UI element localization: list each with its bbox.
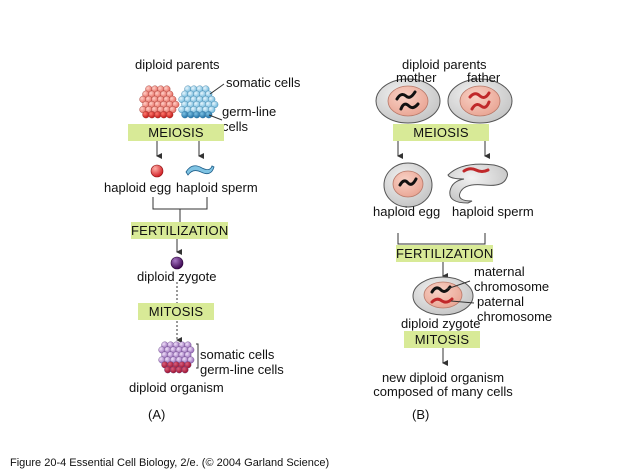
mother-nucleus bbox=[387, 85, 429, 117]
b-meiosis-step: MEIOSIS bbox=[393, 124, 489, 141]
paternal-pointer bbox=[450, 300, 475, 304]
father-chromosomes bbox=[468, 91, 491, 111]
b-diploid-parents-title: diploid parents bbox=[402, 57, 487, 72]
somatic-cells-pointer bbox=[209, 83, 225, 95]
haploid-sperm-cell bbox=[447, 163, 508, 204]
merge-bracket-a1 bbox=[152, 197, 208, 210]
a-organism-somatic-label: somatic cells bbox=[200, 347, 275, 362]
cluster-cell bbox=[205, 111, 213, 119]
organism-label-bracket bbox=[196, 343, 199, 369]
maternal-pointer bbox=[446, 280, 471, 290]
germ-line-pointer bbox=[208, 114, 223, 121]
diploid-zygote bbox=[170, 256, 184, 270]
cluster-cell bbox=[142, 111, 150, 119]
merge-bracket-b1 bbox=[397, 233, 486, 245]
mother-cell-cluster bbox=[139, 85, 180, 119]
organism-cell-cluster bbox=[158, 341, 195, 374]
a-mitosis-step: MITOSIS bbox=[138, 303, 214, 320]
b-haploid-sperm-label: haploid sperm bbox=[452, 204, 534, 219]
a-panel-letter: (A) bbox=[148, 407, 166, 422]
b-fertilization-step: FERTILIZATION bbox=[396, 245, 494, 262]
cluster-cell bbox=[181, 111, 189, 119]
b-mother-label: mother bbox=[396, 70, 437, 85]
a-fertilization-step: FERTILIZATION bbox=[131, 222, 229, 239]
a-diploid-organism-label: diploid organism bbox=[129, 380, 224, 395]
a-organism-germ-label: germ-line cells bbox=[200, 362, 284, 377]
zygote-maternal-chromosome bbox=[430, 285, 452, 294]
cluster-cell bbox=[166, 111, 174, 119]
b-new-organism-label-line1: new diploid organism bbox=[381, 370, 505, 385]
a-haploid-egg-label: haploid egg bbox=[104, 180, 172, 195]
cluster-cell bbox=[193, 111, 201, 119]
b-diploid-zygote-label: diploid zygote bbox=[401, 316, 481, 331]
mother-chromosomes bbox=[395, 90, 420, 111]
b-new-organism-label-line2: composed of many cells bbox=[373, 384, 513, 399]
a-germ-line-cells-label: germ-line cells bbox=[222, 104, 277, 134]
egg-chromosome bbox=[398, 177, 418, 187]
b-maternal-chromosome-label: maternal chromosome bbox=[474, 264, 550, 294]
a-somatic-cells-label: somatic cells bbox=[226, 75, 301, 90]
b-paternal-chromosome-label: paternal chromosome bbox=[477, 294, 553, 324]
zygote-paternal-chromosome bbox=[430, 297, 454, 304]
b-father-label: father bbox=[467, 70, 501, 85]
a-diploid-parents-title: diploid parents bbox=[135, 57, 220, 72]
b-mitosis-step: MITOSIS bbox=[404, 331, 480, 348]
b-panel-letter: (B) bbox=[412, 407, 430, 422]
figure-caption: Figure 20-4 Essential Cell Biology, 2/e.… bbox=[10, 457, 330, 469]
haploid-egg bbox=[150, 164, 164, 178]
father-nucleus bbox=[459, 85, 501, 117]
b-haploid-egg-label: haploid egg bbox=[373, 204, 441, 219]
haploid-sperm bbox=[185, 165, 215, 176]
a-diploid-zygote-label: diploid zygote bbox=[137, 269, 217, 284]
cluster-cell bbox=[154, 111, 162, 119]
sperm-chromosome bbox=[462, 167, 490, 173]
cluster-cell bbox=[181, 366, 189, 374]
a-meiosis-step: MEIOSIS bbox=[128, 124, 224, 141]
a-haploid-sperm-label: haploid sperm bbox=[176, 180, 258, 195]
father-cell-cluster bbox=[178, 85, 219, 119]
